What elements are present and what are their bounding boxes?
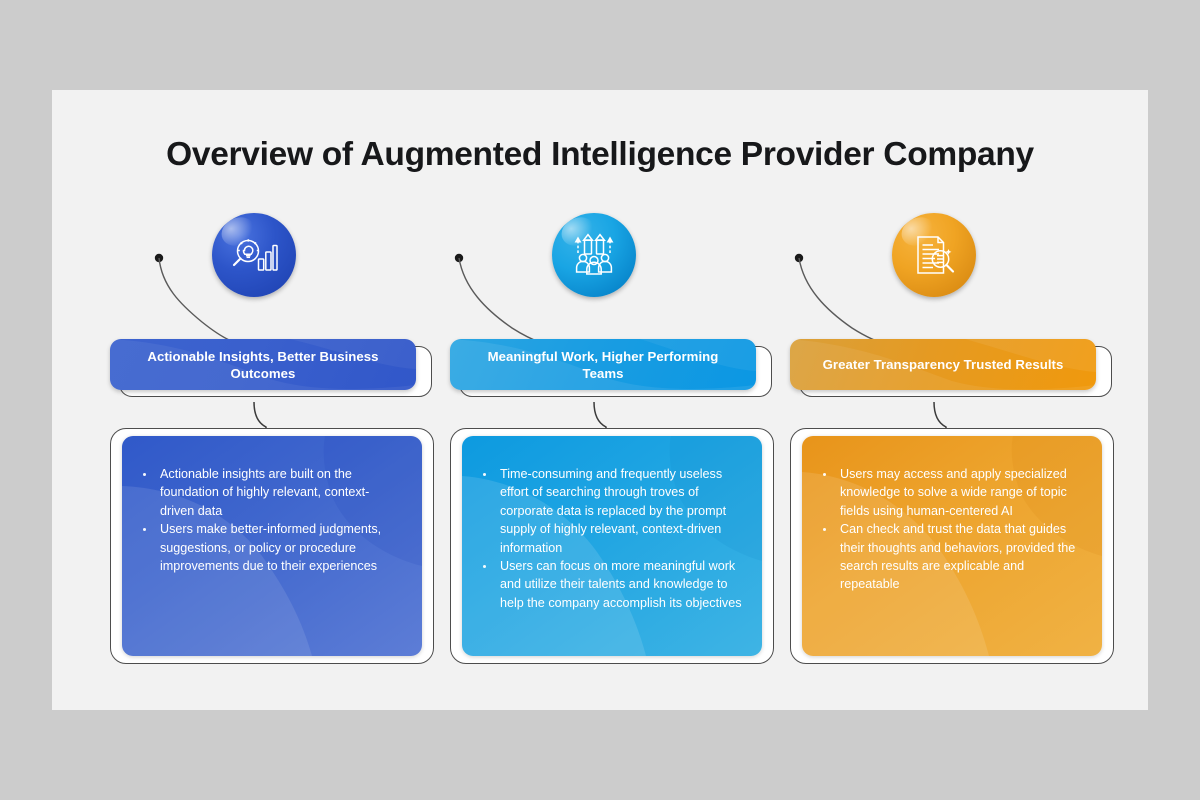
card-greater-transparency: Users may access and apply specialized k…	[802, 436, 1102, 656]
list-item: Users can focus on more meaningful work …	[483, 557, 742, 612]
list-item: Users make better-informed judgments, su…	[143, 520, 402, 575]
banner-actionable-insights[interactable]: Actionable Insights, Better Business Out…	[110, 339, 416, 390]
connector-start-dot	[794, 253, 804, 263]
card-actionable-insights: Actionable insights are built on the fou…	[122, 436, 422, 656]
card-wrap-2: Users may access and apply specialized k…	[790, 428, 1114, 664]
team-growth-people-arrows-icon	[574, 233, 614, 275]
page-title: Overview of Augmented Intelligence Provi…	[166, 136, 1034, 173]
connector-start-dot	[154, 253, 164, 263]
banner-meaningful-work[interactable]: Meaningful Work, Higher Performing Teams	[450, 339, 756, 390]
column-actionable-insights: Actionable Insights, Better Business Out…	[102, 90, 442, 710]
bullet-list-0: Actionable insights are built on the fou…	[122, 436, 422, 575]
banner-label-0: Actionable Insights, Better Business Out…	[147, 348, 379, 381]
list-item: Users may access and apply specialized k…	[823, 465, 1082, 520]
banner-wrap-2: Greater Transparency Trusted Results	[790, 339, 1114, 399]
icon-circle-transparency	[892, 213, 976, 297]
bullet-list-2: Users may access and apply specialized k…	[802, 436, 1102, 594]
column-greater-transparency: Greater Transparency Trusted Results Use…	[782, 90, 1122, 710]
connector-start-dot	[454, 253, 464, 263]
insight-magnifier-bar-chart-icon	[232, 239, 278, 271]
banner-wrap-1: Meaningful Work, Higher Performing Teams	[450, 339, 774, 399]
bullet-list-1: Time-consuming and frequently useless ef…	[462, 436, 762, 612]
list-item: Actionable insights are built on the fou…	[143, 465, 402, 520]
card-meaningful-work: Time-consuming and frequently useless ef…	[462, 436, 762, 656]
icon-circle-teams	[552, 213, 636, 297]
banner-wrap-0: Actionable Insights, Better Business Out…	[110, 339, 434, 399]
slide-canvas: Overview of Augmented Intelligence Provi…	[52, 90, 1148, 710]
document-search-magnifier-icon	[917, 236, 955, 274]
list-item: Time-consuming and frequently useless ef…	[483, 465, 742, 557]
list-item: Can check and trust the data that guides…	[823, 520, 1082, 594]
icon-circle-insights	[212, 213, 296, 297]
card-wrap-0: Actionable insights are built on the fou…	[110, 428, 434, 664]
card-wrap-1: Time-consuming and frequently useless ef…	[450, 428, 774, 664]
banner-label-2: Greater Transparency Trusted Results	[822, 357, 1064, 372]
banner-label-1: Meaningful Work, Higher Performing Teams	[487, 348, 719, 381]
column-meaningful-work: Meaningful Work, Higher Performing Teams…	[442, 90, 782, 710]
banner-greater-transparency[interactable]: Greater Transparency Trusted Results	[790, 339, 1096, 390]
